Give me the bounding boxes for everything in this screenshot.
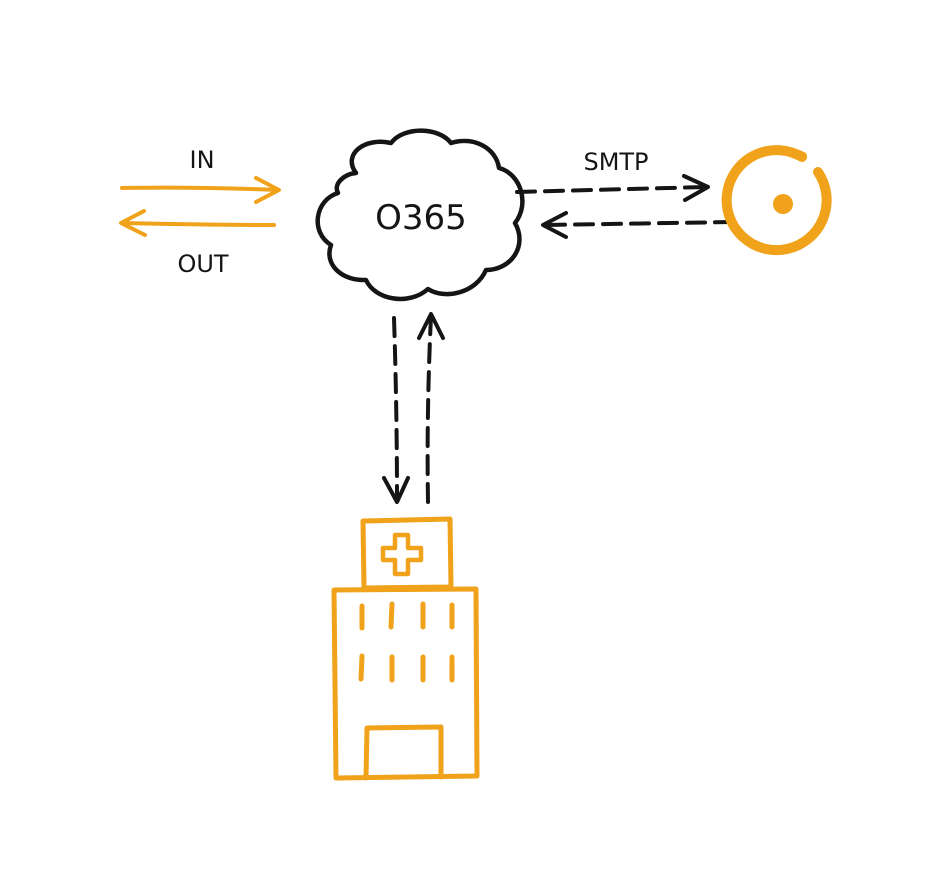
up-dashed-arrow bbox=[417, 312, 445, 504]
smtp-outbound-arrow bbox=[515, 174, 710, 202]
down-dashed-arrow bbox=[382, 316, 410, 504]
target-ring-icon bbox=[721, 145, 832, 256]
smtp-label: SMTP bbox=[583, 148, 648, 176]
cloud-label: O365 bbox=[375, 198, 467, 238]
hospital-building-icon bbox=[331, 516, 480, 781]
cloud-shape bbox=[315, 128, 525, 302]
in-label: IN bbox=[189, 146, 214, 174]
out-label: OUT bbox=[177, 250, 228, 278]
smtp-return-arrow bbox=[541, 211, 735, 239]
out-arrow bbox=[119, 209, 276, 237]
in-arrow bbox=[120, 176, 281, 204]
